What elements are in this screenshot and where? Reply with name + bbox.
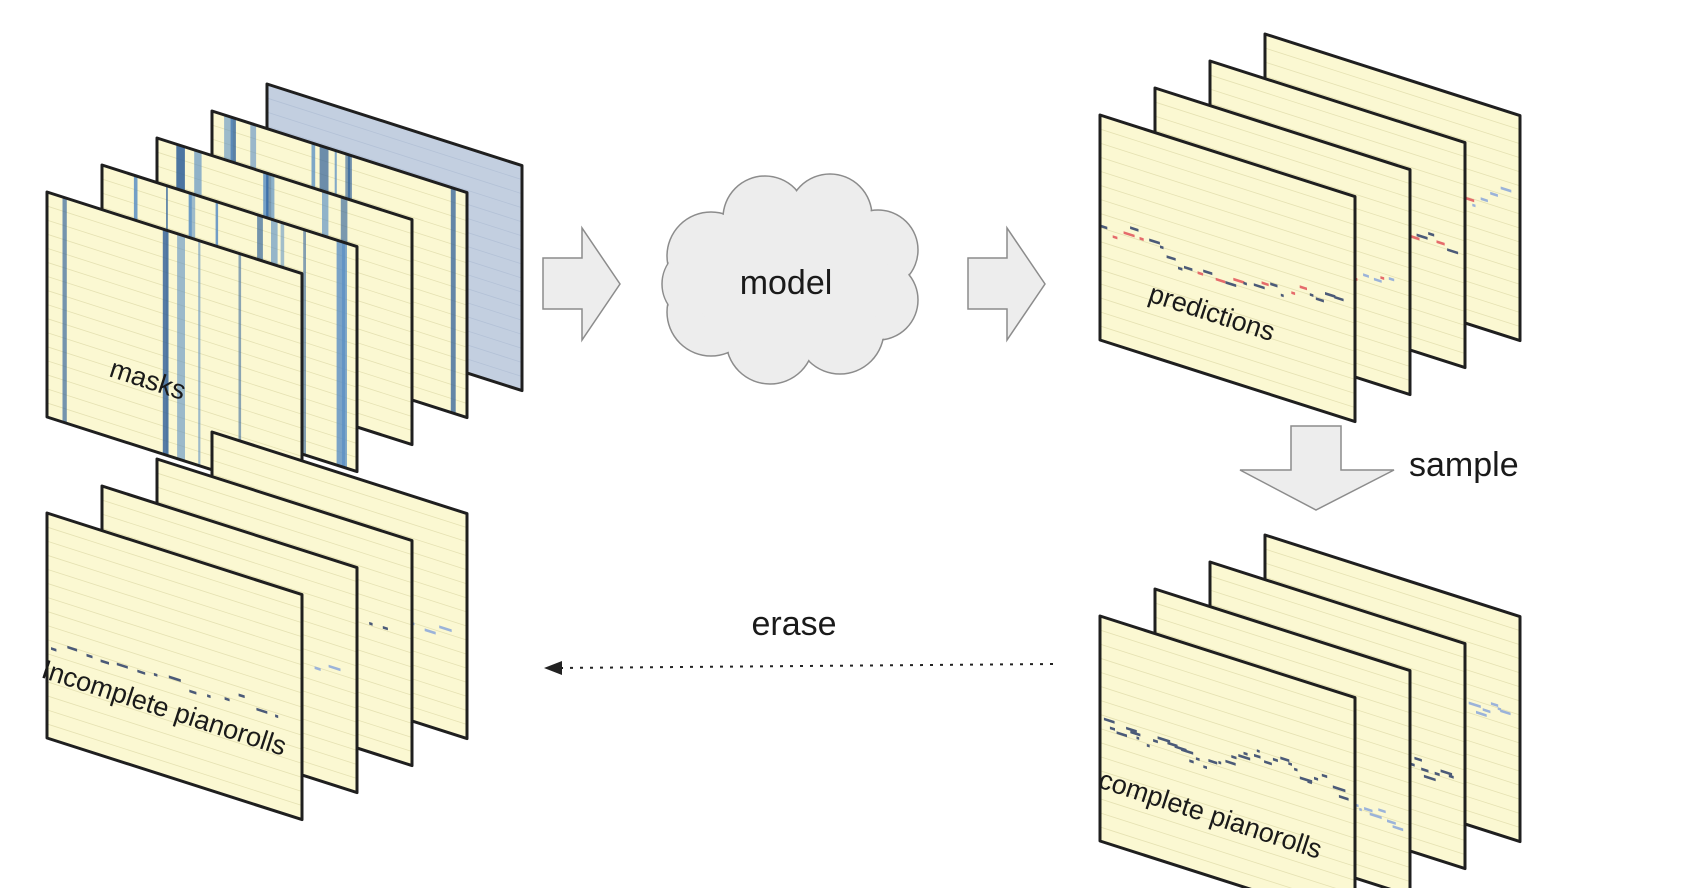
- pianoroll-frame: [45, 511, 304, 822]
- down-arrow-icon: [1239, 425, 1395, 511]
- pianoroll-frame: [1098, 113, 1357, 424]
- pianoroll-frame: [1098, 614, 1357, 888]
- pianoroll-frame: [45, 190, 304, 501]
- masks-stack: [45, 82, 524, 501]
- predictions-stack: [1098, 32, 1522, 424]
- erase-label: erase: [751, 605, 836, 643]
- dotted-left-arrow-icon: [544, 661, 1054, 675]
- model-label: model: [740, 264, 833, 302]
- cloud-icon: [661, 173, 919, 385]
- right-arrow-icon: [967, 225, 1046, 343]
- sample-label: sample: [1409, 446, 1519, 484]
- right-arrow-icon: [542, 225, 621, 343]
- complete-pianorolls-stack: [1098, 533, 1522, 888]
- incomplete-pianorolls-stack: [45, 430, 469, 822]
